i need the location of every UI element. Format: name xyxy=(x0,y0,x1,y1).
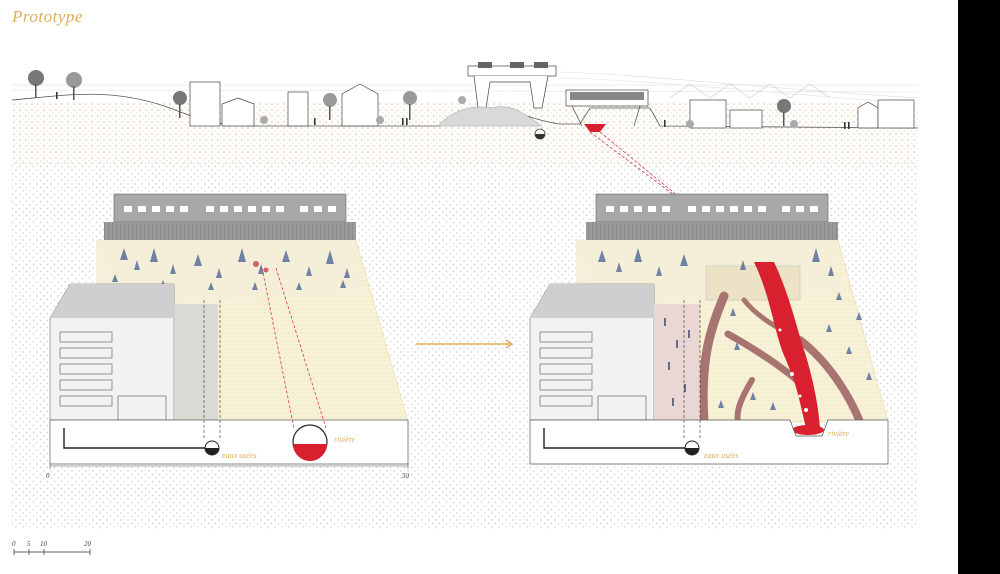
river-label: rivière xyxy=(828,429,849,438)
street-section xyxy=(11,62,919,263)
building xyxy=(877,99,915,129)
section-axis xyxy=(49,463,409,469)
section-drawing: eaux usées rivière 0 50 xyxy=(11,62,919,555)
ground-line xyxy=(11,93,919,129)
building xyxy=(287,91,309,127)
scale-tick-label: 20 xyxy=(84,540,92,548)
railway-bridge xyxy=(595,193,829,223)
sewer-label: eaux usées xyxy=(704,451,738,460)
building xyxy=(857,101,879,129)
axis-start-label: 0 xyxy=(46,472,50,480)
building xyxy=(689,99,727,129)
transition-arrow xyxy=(416,339,514,349)
plant-cluster xyxy=(112,248,350,290)
scale-tick-label: 10 xyxy=(40,540,48,548)
scale-tick-label: 0 xyxy=(12,540,16,548)
axis-end-label: 50 xyxy=(402,472,410,480)
page-title: Prototype xyxy=(12,7,83,26)
building xyxy=(341,83,379,127)
river-channel xyxy=(754,262,820,428)
drawing-sheet: Prototype xyxy=(0,0,958,574)
railway-bridge xyxy=(467,62,649,127)
building xyxy=(729,109,763,129)
scale-bar: 0 5 10 20 xyxy=(12,540,92,555)
sewer-label: eaux usées xyxy=(222,451,256,460)
section-before: eaux usées rivière 0 50 xyxy=(46,193,410,480)
river-label: rivière xyxy=(334,435,355,444)
railway-bridge xyxy=(113,193,347,223)
section-after: eaux usées rivière xyxy=(529,193,889,465)
building xyxy=(221,97,255,127)
building xyxy=(189,81,221,127)
scale-tick-label: 5 xyxy=(27,540,31,548)
